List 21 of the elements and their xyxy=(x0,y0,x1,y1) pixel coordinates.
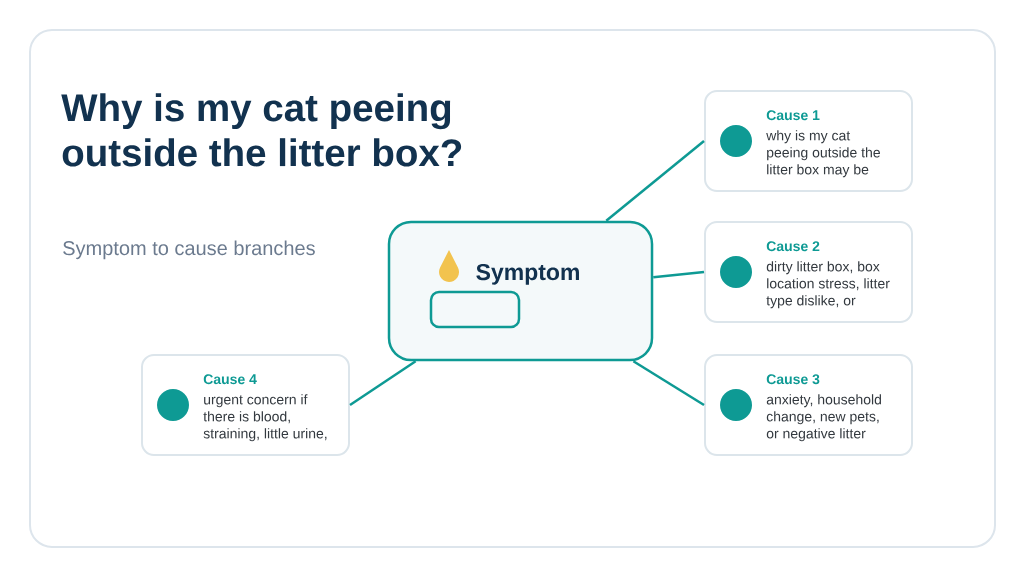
subtitle: Symptom to cause branches xyxy=(63,240,315,260)
empty-box xyxy=(429,290,521,329)
cause-card xyxy=(141,354,350,456)
cause-card xyxy=(704,354,913,456)
panel-heading: Symptom xyxy=(476,263,579,285)
cause-card xyxy=(704,90,913,192)
card-text: urgent concern if there is blood, straining, little urine, xyxy=(203,394,327,442)
card-heading: Cause 1 xyxy=(766,110,820,121)
card-heading: Cause 4 xyxy=(203,374,257,385)
card-heading: Cause 2 xyxy=(766,241,820,252)
connector-line xyxy=(349,360,417,407)
card-text: dirty litter box, box location stress, litter type dislike, or xyxy=(766,261,890,309)
symptom-panel xyxy=(387,220,654,362)
connector-line xyxy=(632,360,705,407)
cause-card xyxy=(704,221,913,323)
connector-line xyxy=(653,270,705,279)
card-text: anxiety, household change, new pets, or negative litter xyxy=(766,394,881,442)
card-text: why is my cat peeing outside the litter box may be xyxy=(766,130,880,178)
connector-line xyxy=(605,140,705,222)
title: Why is my cat peeing outside the litter box? xyxy=(61,93,462,167)
card-heading: Cause 3 xyxy=(766,374,820,385)
